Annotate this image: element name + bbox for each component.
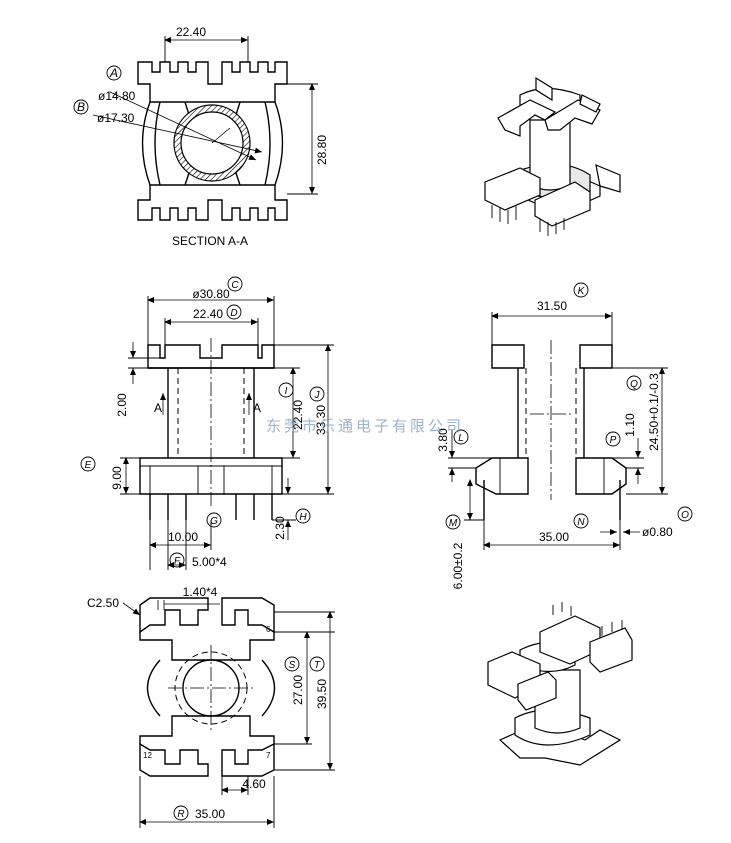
side-callout-l: L <box>453 429 469 445</box>
section-dia-outer: ø17.30 <box>97 111 135 125</box>
side-top-width: 31.50 <box>537 299 567 313</box>
watermark-text: 东莞市乐通电子有限公司 <box>266 418 464 435</box>
side-p-dim: 1.10 <box>623 413 637 437</box>
svg-text:L: L <box>458 433 464 444</box>
svg-text:H: H <box>299 512 307 523</box>
side-q-dim: 24.50+0.1/-0.3 <box>647 373 661 451</box>
front-callout-i: I <box>278 382 294 398</box>
svg-text:Q: Q <box>630 379 638 390</box>
svg-text:D: D <box>230 308 237 319</box>
front-flange-thickness: 2.00 <box>115 393 129 417</box>
bottom-chamfer: C2.50 <box>87 596 119 610</box>
front-callout-e: E <box>80 456 96 472</box>
bottom-outer-height: 39.50 <box>315 679 329 709</box>
side-callout-p: P <box>605 431 621 447</box>
side-pin-span: 35.00 <box>539 530 569 544</box>
svg-text:G: G <box>210 516 218 527</box>
front-callout-j: J <box>309 386 325 402</box>
svg-text:S: S <box>289 660 296 671</box>
bottom-dimensions <box>122 600 335 828</box>
pin-number-7: 7 <box>266 751 271 760</box>
svg-text:J: J <box>314 390 321 401</box>
front-total-height: 33.30 <box>314 405 328 435</box>
side-pin-dia: ø0.80 <box>642 525 673 539</box>
section-dia-inner: ø14.80 <box>98 89 136 103</box>
front-dimensions <box>120 296 334 570</box>
front-callout-d: D <box>226 304 242 320</box>
front-callout-c: C <box>227 276 243 292</box>
bottom-callout-t: T <box>309 656 325 672</box>
section-mark-left: A <box>154 401 162 415</box>
bottom-callout-s: S <box>284 656 300 672</box>
front-overall-width: ø30.80 <box>192 287 230 301</box>
front-pin-pitch-wide: 10.00 <box>168 530 198 544</box>
svg-text:T: T <box>314 660 321 671</box>
pin-number-12: 12 <box>143 751 152 760</box>
section-dimensions <box>92 36 318 195</box>
side-callout-m: M <box>445 514 461 530</box>
front-pin-pitch: 5.00*4 <box>192 555 227 569</box>
bottom-callout-r: R <box>173 805 189 821</box>
svg-text:I: I <box>285 386 288 397</box>
section-callout-a: A <box>106 65 122 81</box>
side-callout-n: N <box>573 513 589 529</box>
section-height: 28.80 <box>315 135 329 165</box>
front-callout-h: H <box>295 508 311 524</box>
front-inner-height: 22.40 <box>291 400 305 430</box>
section-view: 22.40 28.80 ø14.80 ø17.30 A B SECTION A-… <box>73 25 329 248</box>
svg-text:K: K <box>578 286 586 297</box>
svg-text:O: O <box>681 510 689 521</box>
bottom-pin-pitch: 1.40*4 <box>183 585 218 599</box>
side-pin-length: 6.00±0.2 <box>451 542 465 589</box>
side-callout-k: K <box>573 282 589 298</box>
svg-text:P: P <box>610 435 617 446</box>
svg-text:N: N <box>577 517 585 528</box>
bottom-view: C2.50 1.40*4 27.00 39.50 4.60 35.00 6 7 … <box>87 585 335 828</box>
svg-text:M: M <box>449 518 458 529</box>
isometric-view-bottom <box>487 602 633 766</box>
isometric-view-top <box>484 76 621 236</box>
svg-text:A: A <box>109 66 118 80</box>
side-offset: 3.80 <box>436 428 450 452</box>
side-callout-q: Q <box>626 375 642 391</box>
pin-number-6: 6 <box>266 625 271 634</box>
bottom-slot-width: 4.60 <box>242 777 266 791</box>
side-view: 31.50 3.80 1.10 24.50+0.1/-0.3 35.00 ø0.… <box>436 282 693 589</box>
svg-text:C: C <box>231 280 239 291</box>
section-outline <box>137 61 288 221</box>
front-inner-width: 22.40 <box>193 307 223 321</box>
section-mark-right: A <box>253 401 261 415</box>
front-pin-offset: 2.30 <box>273 516 287 540</box>
side-dimensions <box>448 312 668 550</box>
bottom-overall-width: 35.00 <box>195 807 225 821</box>
front-base-height: 9.00 <box>110 466 124 490</box>
svg-text:F: F <box>174 556 181 567</box>
front-callout-f: F <box>169 552 185 568</box>
section-top-width: 22.40 <box>176 25 206 39</box>
svg-text:B: B <box>77 100 85 114</box>
svg-text:R: R <box>177 809 184 820</box>
bottom-inner-height: 27.00 <box>291 675 305 705</box>
section-caption: SECTION A-A <box>172 234 248 248</box>
side-callout-o: O <box>677 506 693 522</box>
front-view: A A <box>80 276 334 570</box>
front-callout-g: G <box>206 512 222 528</box>
svg-text:E: E <box>85 460 92 471</box>
section-callout-b: B <box>73 99 89 115</box>
